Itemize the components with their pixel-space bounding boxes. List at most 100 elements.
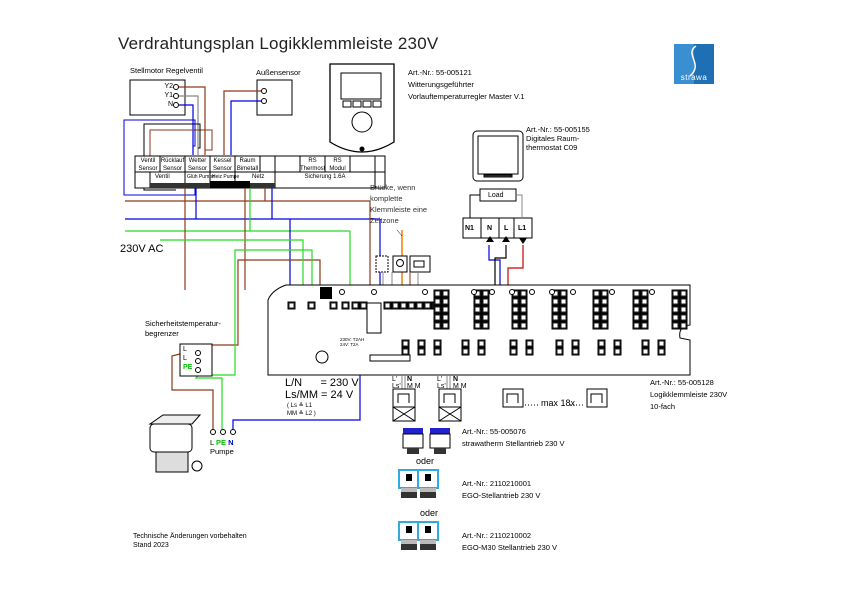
terminal-y1: [173, 93, 179, 99]
terminal-n-label: N: [487, 225, 493, 232]
stb-terminal-l1: L: [183, 346, 187, 353]
pump-terminal-l: L: [210, 438, 214, 447]
controller-icon: [329, 63, 395, 153]
option-2-desc: EGO-Stellantrieb 230 V: [462, 491, 541, 500]
actuator-symbol-2: [438, 388, 462, 422]
bruecke-note: Brücke, wenn komplette Klemmleiste eine …: [370, 183, 428, 225]
thermostat-art: Art.-Nr.: 55-005155: [526, 125, 590, 134]
option-1: Art.-Nr.: 55-005076 strawatherm Stellant…: [462, 426, 565, 450]
tb-ventil: Ventil: [155, 174, 170, 180]
tb-netz: Netz: [252, 174, 265, 180]
logikklemmleiste-board: [267, 284, 691, 376]
stellmotor-label: Stellmotor Regelventil: [130, 66, 203, 75]
board-terminal-screw: [570, 289, 576, 295]
pump-label: Pumpe: [210, 447, 234, 456]
tb-heiz-pumpe: Heiz Pumpe: [212, 174, 240, 180]
actuator-product-icon: [429, 428, 451, 454]
pulse-symbol-1: [502, 388, 524, 408]
actuator-product-icon: [402, 428, 424, 454]
oder-2: oder: [420, 508, 439, 518]
terminal-n-label: N: [167, 101, 173, 108]
actuator-product-icon: [398, 521, 420, 550]
pulse-symbol-2: [586, 388, 608, 408]
a2-n: N: [453, 376, 459, 383]
option-3-desc: EGO-M30 Stellantrieb 230 V: [462, 543, 558, 552]
tb-sicherung: Sicherung 1.6A: [304, 174, 346, 180]
voltage-note1: ( Ls ≙ L1: [287, 403, 313, 409]
terminal-y2-label: Y2: [164, 83, 173, 90]
terminal-l-label: L: [504, 225, 509, 232]
terminal-y1-label: Y1: [164, 92, 173, 99]
thermostat-line1: Digitales Raum-: [526, 134, 580, 143]
stb-label1: Sicherheitstemperatur-: [145, 319, 221, 328]
max-label: max 18x: [541, 398, 576, 408]
wire-y1: [179, 95, 199, 155]
a1-l: L': [392, 376, 398, 383]
terminal-block: [134, 155, 386, 189]
tb-glueh-pumpe: Glüh Pumpe: [187, 174, 215, 180]
actuator-product-icon: [417, 521, 439, 550]
aussensensor-box: [256, 79, 293, 116]
option-3-art: Art.-Nr.: 2110210002: [462, 531, 532, 540]
pump-icon: [148, 414, 203, 473]
option-2: Art.-Nr.: 2110210001 EGO-Stellantrieb 23…: [462, 478, 540, 502]
ac-label: 230V AC: [120, 243, 164, 255]
terminal-n: [173, 102, 179, 108]
tb-wetter-sensor: Wetter Sensor: [187, 158, 207, 172]
thermostat-line2: thermostat C09: [526, 143, 578, 152]
footer-stand: Stand 2023: [133, 542, 169, 549]
footer: Technische Änderungen vorbehalten Stand …: [133, 532, 247, 550]
board-terminal-screw: [371, 289, 377, 295]
a1-mm: M M: [407, 383, 421, 390]
tb-kessel-sensor: Kessel Sensor: [212, 158, 232, 172]
tb-rs-modul: RS Modul: [329, 158, 346, 172]
board-terminal-screw: [529, 289, 535, 295]
controller-line2: Vorlauftemperaturregler Master V.1: [408, 92, 525, 101]
terminal-l1-label: L1: [518, 225, 527, 232]
tb-ventil-sensor: Ventil Sensor: [138, 158, 158, 172]
stb-terminals: L L PE: [183, 345, 192, 372]
tb-ruecklauf-sensor: Rücklauf Sensor: [160, 158, 185, 172]
a2-mm: M M: [453, 383, 467, 390]
stb-terminal-l2: L: [183, 355, 187, 362]
wire-n: [179, 104, 194, 155]
page-title: Verdrahtungsplan Logikklemmleiste 230V: [118, 34, 439, 53]
option-2-art: Art.-Nr.: 2110210001: [462, 479, 532, 488]
lkl-art: Art.-Nr.: 55-005128: [650, 378, 714, 387]
tb-rs-thermost: RS Thermost: [300, 158, 326, 172]
board-terminal-screw: [549, 289, 555, 295]
footer-disclaimer: Technische Änderungen vorbehalten: [133, 533, 247, 540]
board-terminal-screw: [422, 289, 428, 295]
oder-1: oder: [416, 456, 435, 466]
thermostat-icon: [472, 130, 524, 202]
terminal-n1-label: N1: [465, 225, 474, 232]
logikklemmleiste-info: Art.-Nr.: 55-005128 Logikklemmleiste 230…: [650, 377, 727, 413]
stellmotor-terminals: Y2 Y1 N: [155, 82, 173, 109]
tb-raum-bimetall: Raum Bimetall: [236, 158, 259, 172]
actuator-product-icon: [398, 469, 420, 498]
board-terminal-screw: [489, 289, 495, 295]
controller-art: Art.-Nr.: 55-005121: [408, 68, 472, 77]
voltage-line1: L/N = 230 V: [285, 377, 359, 389]
board-terminal-screw: [509, 289, 515, 295]
strawa-logo: strawa: [674, 44, 714, 84]
actuator-symbol-1: [392, 388, 416, 422]
a1-n: N: [407, 376, 413, 383]
voltage-note2: MM ≙ L2 ): [287, 411, 316, 417]
board-terminal-screw: [339, 289, 345, 295]
wire-y2: [179, 86, 206, 155]
option-1-art: Art.-Nr.: 55-005076: [462, 427, 526, 436]
stb-label2: begrenzer: [145, 329, 179, 338]
option-1-desc: strawatherm Stellantrieb 230 V: [462, 439, 565, 448]
board-terminal-screw: [609, 289, 615, 295]
logo-text: strawa: [680, 73, 708, 82]
option-3: Art.-Nr.: 2110210002 EGO-M30 Stellantrie…: [462, 530, 557, 554]
lkl-line1: Logikklemmleiste 230V: [650, 390, 728, 399]
a2-ls: Ls': [437, 383, 446, 390]
terminal-y2: [173, 84, 179, 90]
board-terminal-screw: [649, 289, 655, 295]
board-terminal-screw: [471, 289, 477, 295]
lkl-line2: 10-fach: [650, 402, 676, 411]
controller-line1: Witterungsgeführter: [408, 80, 474, 89]
actuator-product-icon: [417, 469, 439, 498]
